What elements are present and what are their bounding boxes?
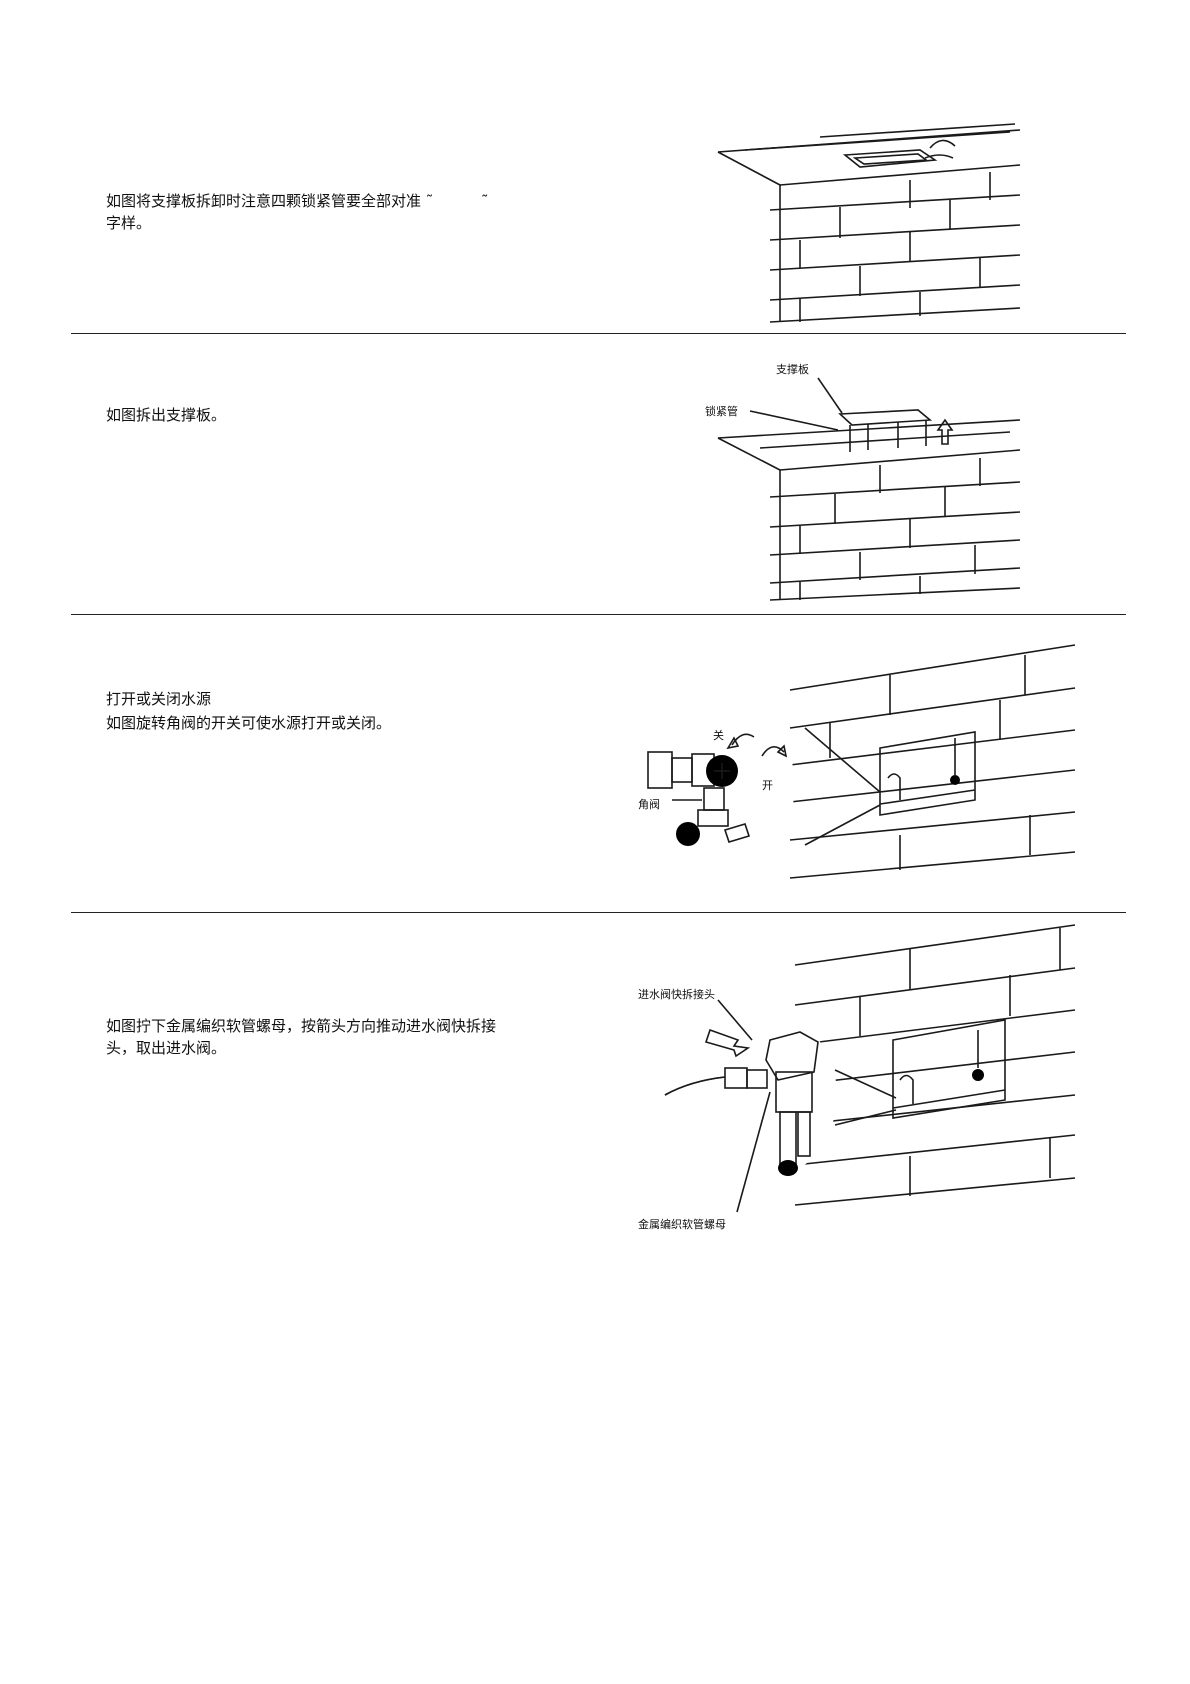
inlet-valve-removal-illustration: 进水阀快拆接头 金属编织软管螺母 [0, 0, 1190, 1240]
quick-connector-label: 进水阀快拆接头 [638, 987, 715, 1001]
hose-nut-label: 金属编织软管螺母 [638, 1217, 726, 1231]
